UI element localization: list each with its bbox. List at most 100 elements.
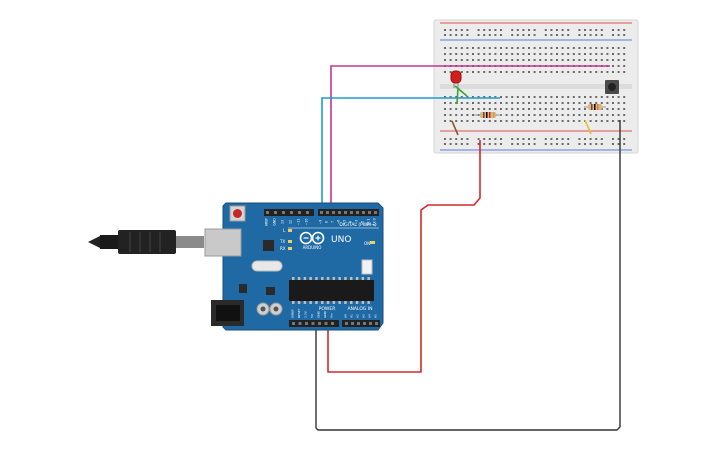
breadboard-hole: [584, 53, 586, 55]
blue-wire[interactable]: [321, 97, 500, 205]
rail-hole: [494, 34, 497, 36]
breadboard-hole: [505, 47, 508, 49]
digital-pin-label: ~10: [305, 219, 309, 226]
usb-port[interactable]: [204, 228, 242, 257]
breadboard-hole: [460, 96, 463, 98]
rail-hole: [466, 143, 469, 145]
breadboard-hole: [460, 108, 463, 110]
rail-hole: [449, 143, 452, 145]
magenta-wire[interactable]: [330, 65, 610, 205]
breadboard-hole: [533, 59, 536, 61]
brown-wire[interactable]: [451, 120, 459, 136]
digital-pin-hole[interactable]: [274, 211, 277, 214]
power-pin-hole[interactable]: [318, 322, 321, 325]
reset-button[interactable]: [229, 205, 246, 222]
power-pin-hole[interactable]: [331, 322, 334, 325]
breadboard-hole: [600, 71, 603, 73]
model-label: UNO: [331, 235, 351, 245]
atmega-chip: [289, 280, 374, 301]
digital-pin-hole[interactable]: [306, 211, 309, 214]
breadboard-hole: [444, 71, 446, 73]
analog-pin-hole[interactable]: [363, 322, 366, 325]
digital-pin-hole[interactable]: [332, 211, 335, 214]
breadboard-hole: [567, 59, 570, 61]
breadboard-hole: [539, 53, 542, 55]
digital-pin-label: ~6: [337, 220, 341, 225]
green-wire-a[interactable]: [454, 85, 468, 97]
breadboard-hole: [544, 71, 547, 73]
digital-pin-hole[interactable]: [282, 211, 285, 214]
breadboard-hole: [522, 114, 525, 116]
digital-pin-hole[interactable]: [344, 211, 347, 214]
breadboard-hole: [511, 108, 514, 110]
analog-pin-hole[interactable]: [369, 322, 372, 325]
power-pin-hole[interactable]: [305, 322, 308, 325]
breadboard-hole: [449, 102, 452, 104]
resistor-button[interactable]: [584, 104, 606, 110]
breadboard-hole: [567, 102, 570, 104]
rail-hole: [528, 138, 530, 140]
breadboard-hole: [500, 59, 502, 61]
breadboard-hole: [533, 120, 536, 122]
rail-hole: [544, 138, 547, 140]
resistor-led[interactable]: [474, 112, 502, 118]
analog-pin-hole[interactable]: [351, 322, 354, 325]
breadboard-hole: [572, 53, 575, 55]
rail-hole: [561, 34, 564, 36]
digital-pin-hole[interactable]: [290, 211, 293, 214]
digital-pin-hole[interactable]: [338, 211, 341, 214]
breadboard-hole: [539, 108, 542, 110]
yellow-wire[interactable]: [584, 119, 592, 135]
breadboard-hole: [494, 120, 497, 122]
analog-pin-hole[interactable]: [345, 322, 348, 325]
breadboard-hole: [550, 59, 553, 61]
digital-pin-hole[interactable]: [350, 211, 353, 214]
power-pin-hole[interactable]: [298, 322, 302, 325]
breadboard-hole: [617, 65, 620, 67]
breadboard-hole: [544, 120, 547, 122]
power-pin-hole[interactable]: [292, 322, 295, 325]
rail-hole: [455, 143, 458, 145]
digital-pin-hole[interactable]: [320, 211, 323, 214]
pushbutton[interactable]: [605, 80, 619, 94]
chip-pin: [326, 277, 330, 280]
analog-pin-hole[interactable]: [357, 322, 360, 325]
breadboard-hole: [600, 120, 603, 122]
rail-hole: [466, 29, 469, 31]
digital-pin-hole[interactable]: [362, 211, 365, 214]
digital-pin-hole[interactable]: [356, 211, 359, 214]
green-wire-b[interactable]: [456, 87, 459, 105]
usb-chip: [263, 240, 274, 251]
rail-hole: [600, 34, 603, 36]
breadboard-hole: [528, 71, 530, 73]
digital-pin-hole[interactable]: [266, 211, 269, 214]
breadboard-hole: [612, 96, 614, 98]
breadboard-hole: [561, 114, 564, 116]
digital-pin-hole[interactable]: [374, 211, 377, 214]
digital-pin-hole[interactable]: [368, 211, 371, 214]
breadboard-hole: [528, 96, 530, 98]
chip-pin: [338, 277, 341, 280]
analog-pin-label: A0: [344, 314, 348, 318]
rail-hole: [567, 138, 570, 140]
rail-hole: [528, 143, 530, 145]
chip-pin: [297, 301, 301, 304]
black-wire[interactable]: [315, 120, 621, 431]
breadboard-hole: [472, 120, 474, 122]
breadboard-hole: [572, 96, 575, 98]
digital-pin-hole[interactable]: [298, 211, 301, 214]
rail-hole: [612, 29, 614, 31]
digital-pin-hole[interactable]: [326, 211, 329, 214]
led[interactable]: [450, 70, 462, 88]
red-wire[interactable]: [327, 140, 481, 373]
breadboard-hole: [488, 108, 491, 110]
power-pin-hole[interactable]: [311, 322, 315, 325]
digital-pin-label: 8: [325, 221, 329, 223]
rail-hole: [494, 143, 497, 145]
power-pin-hole[interactable]: [324, 322, 328, 325]
breadboard-hole: [556, 114, 558, 116]
breadboard-hole: [483, 108, 486, 110]
analog-pin-hole[interactable]: [375, 322, 378, 325]
rail-hole: [449, 138, 452, 140]
